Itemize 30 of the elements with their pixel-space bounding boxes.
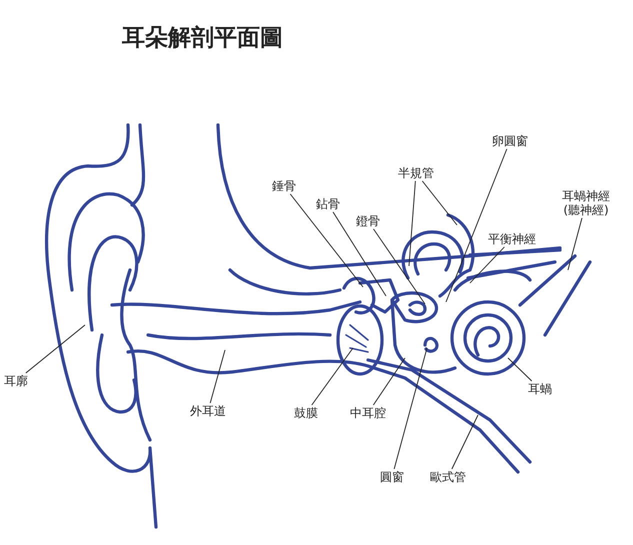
leader-line: [451, 414, 478, 470]
part-label: 半規管: [398, 166, 434, 180]
leader-line: [422, 180, 458, 226]
leader-line: [373, 228, 426, 304]
title: 耳朵解剖平面圖: [122, 24, 283, 53]
leader-line: [408, 180, 416, 266]
part-label: 外耳道: [190, 404, 226, 418]
part-label: 圓窗: [380, 470, 404, 484]
part-label: 鉆骨: [316, 197, 340, 211]
leader-line: [446, 148, 508, 302]
leader-line: [332, 212, 386, 296]
part-label: 鼓膜: [294, 406, 318, 420]
leader-line: [470, 246, 505, 284]
leader-line: [25, 324, 86, 374]
part-label: 鐙骨: [356, 214, 380, 228]
leader-line: [508, 358, 532, 382]
leader-line: [568, 218, 582, 270]
part-label: 耳蝸神經(聽神經): [562, 189, 610, 217]
part-label: 耳廓: [4, 374, 28, 388]
part-label: 錘骨: [272, 179, 296, 193]
part-label: 平衡神經: [488, 232, 536, 246]
part-label: 耳蝸: [528, 382, 552, 396]
leader-line: [210, 350, 226, 404]
leader-line: [290, 194, 364, 288]
part-label: 卵圓窗: [492, 134, 528, 148]
leader-line: [311, 348, 354, 406]
leader-line: [394, 348, 428, 470]
leader-line: [372, 358, 406, 406]
part-label: 歐式管: [430, 470, 466, 484]
part-label: 中耳腔: [350, 406, 386, 420]
